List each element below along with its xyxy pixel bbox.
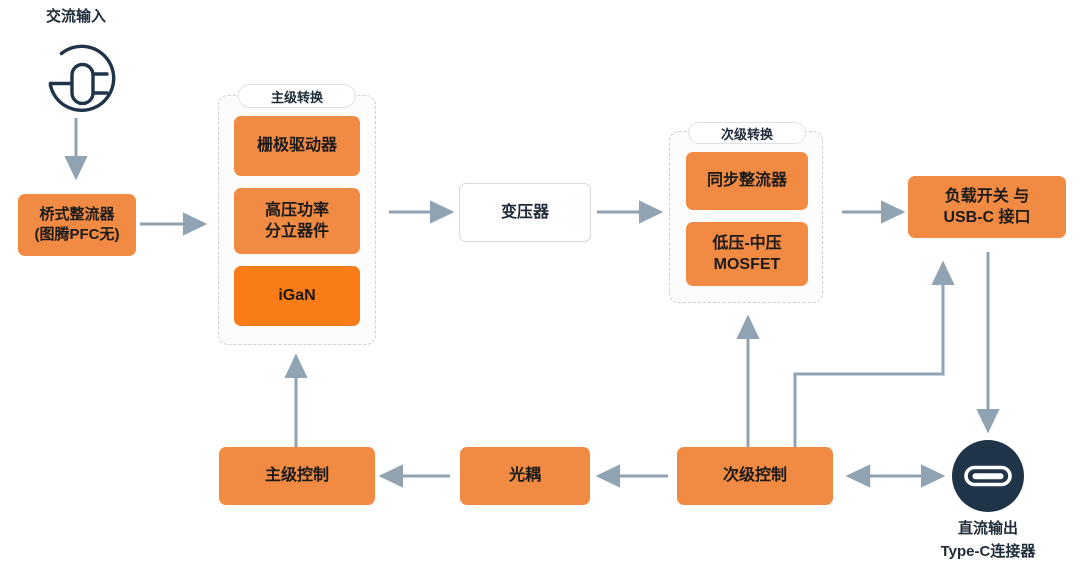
block-transformer[interactable]: 变压器 bbox=[459, 183, 591, 242]
block-lv-mv-mosfet[interactable]: 低压-中压 MOSFET bbox=[686, 222, 808, 286]
ac-plug-icon bbox=[36, 42, 116, 118]
usb-c-connector-icon[interactable] bbox=[952, 440, 1024, 512]
ac-input-label: 交流输入 bbox=[45, 8, 106, 25]
block-bridge-rectifier[interactable]: 桥式整流器 (图腾PFC无) bbox=[18, 194, 136, 256]
block-igan[interactable]: iGaN bbox=[234, 266, 360, 326]
block-gate-driver[interactable]: 栅极驱动器 bbox=[234, 116, 360, 176]
block-secondary-control[interactable]: 次级控制 bbox=[677, 447, 833, 505]
block-optocoupler[interactable]: 光耦 bbox=[460, 447, 590, 505]
block-load-switch-usbc[interactable]: 负载开关 与 USB-C 接口 bbox=[908, 176, 1066, 238]
dc-output-label-line1: 直流输出 bbox=[957, 520, 1018, 537]
block-synchronous-rectifier[interactable]: 同步整流器 bbox=[686, 152, 808, 210]
dc-output-label-line2: Type-C连接器 bbox=[940, 543, 1036, 560]
group-primary-conversion-title: 主级转换 bbox=[238, 84, 356, 108]
block-hv-power-discretes[interactable]: 高压功率 分立器件 bbox=[234, 188, 360, 254]
group-secondary-conversion-title: 次级转换 bbox=[688, 122, 806, 144]
block-primary-control[interactable]: 主级控制 bbox=[219, 447, 375, 505]
